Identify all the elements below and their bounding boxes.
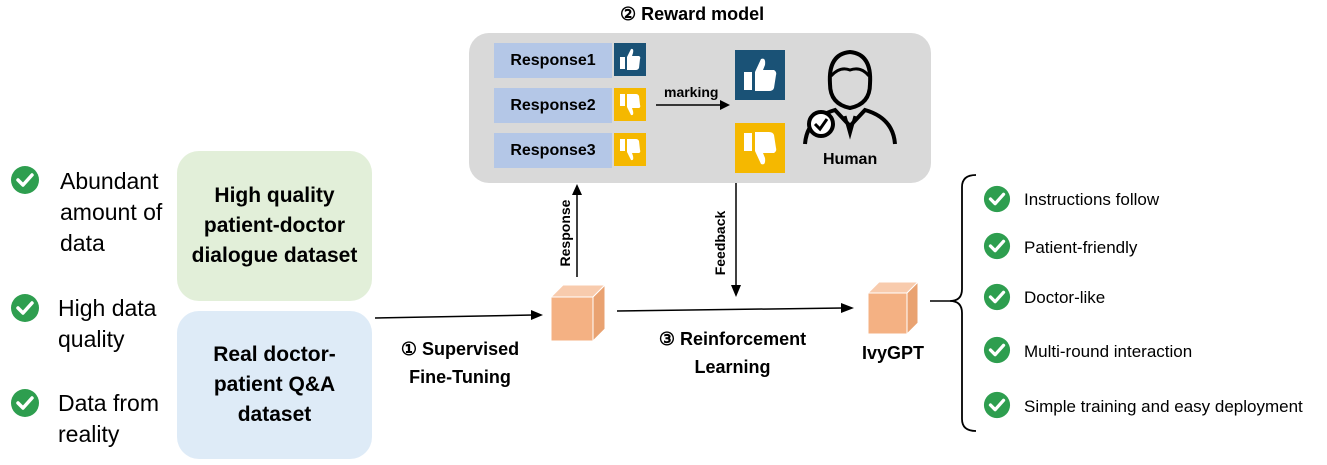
check-icon [983, 336, 1011, 364]
large-thumbs-up-icon [735, 50, 785, 100]
human-label: Human [823, 151, 878, 168]
response2-box: Response2 [494, 88, 612, 123]
response3-box: Response3 [494, 133, 612, 168]
benefit-abundant-data: Abundant amount of data [60, 168, 163, 256]
large-thumbs-down-icon [735, 123, 785, 173]
ivygpt-cube [866, 280, 920, 336]
check-icon [983, 391, 1011, 419]
rl-stage-label: ③ Reinforcement Learning [658, 329, 807, 377]
feedback-arrow-label: Feedback [712, 210, 728, 276]
response-arrow [572, 184, 582, 277]
rl-arrow [617, 303, 854, 313]
sft-arrow [375, 310, 543, 320]
response1-box: Response1 [494, 43, 612, 78]
check-icon [983, 232, 1011, 260]
feature-patient-friendly: Patient-friendly [1024, 238, 1138, 257]
check-icon [11, 389, 39, 417]
benefit-from-reality: Data from reality [58, 390, 159, 447]
features-brace [930, 174, 977, 432]
thumbs-down-icon [614, 133, 646, 166]
ivygpt-label: IvyGPT [862, 343, 925, 363]
thumbs-down-icon [614, 88, 646, 121]
feedback-arrow [731, 183, 741, 297]
feature-simple-training: Simple training and easy deployment [1024, 397, 1303, 416]
base-model-cube [549, 283, 607, 343]
benefit-high-quality: High data quality [58, 295, 157, 352]
dataset-dialogue-box: High quality patient-doctor dialogue dat… [177, 151, 372, 301]
marking-arrow [656, 100, 730, 110]
feature-instructions-follow: Instructions follow [1024, 190, 1160, 209]
sft-stage-label: ① Supervised Fine-Tuning [400, 339, 520, 387]
marking-label: marking [664, 84, 719, 100]
dataset-qa-box: Real doctor- patient Q&A dataset [177, 311, 372, 459]
reward-model-title: ② Reward model [620, 4, 765, 24]
thumbs-up-icon [614, 43, 646, 76]
check-icon [11, 166, 39, 194]
check-icon [983, 185, 1011, 213]
feature-multi-round: Multi-round interaction [1024, 342, 1193, 361]
check-icon [11, 294, 39, 322]
feature-doctor-like: Doctor-like [1024, 288, 1106, 307]
human-icon [803, 49, 897, 145]
response-arrow-label: Response [557, 199, 573, 267]
check-icon [983, 283, 1011, 311]
